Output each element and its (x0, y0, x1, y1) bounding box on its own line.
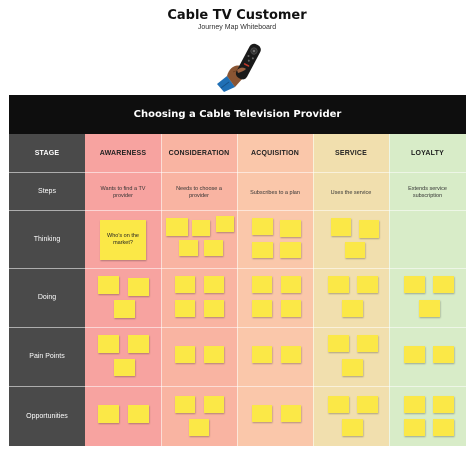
sticky-note[interactable] (204, 396, 224, 413)
sticky-note[interactable] (166, 218, 188, 236)
remote-control-icon (217, 43, 261, 92)
column-consideration: CONSIDERATION Needs to choose a provider (161, 134, 237, 446)
board-title: Choosing a Cable Television Provider (9, 95, 466, 134)
sticky-note[interactable] (280, 242, 301, 258)
step-awareness: Wants to find a TV provider (100, 186, 146, 199)
sticky-note[interactable] (114, 359, 135, 376)
sticky-note[interactable] (345, 242, 365, 258)
sticky-note[interactable] (357, 276, 378, 293)
column-header-acquisition: ACQUISITION (250, 149, 300, 157)
step-service: Uses the service (330, 189, 372, 196)
sticky-note[interactable] (252, 405, 272, 422)
sticky-note[interactable] (404, 396, 425, 413)
sticky-note[interactable] (128, 278, 149, 296)
sticky-note[interactable] (404, 276, 425, 293)
sticky-note[interactable] (252, 218, 273, 235)
page-subtitle: Journey Map Whiteboard (197, 24, 277, 31)
column-header-awareness: AWARENESS (99, 149, 147, 157)
sticky-note[interactable] (204, 346, 224, 363)
sticky-note[interactable] (192, 220, 210, 236)
sticky-note[interactable] (342, 419, 363, 436)
sticky-note[interactable] (328, 335, 349, 352)
column-loyalty: LOYALTY Extends service subscription (389, 134, 466, 446)
column-acquisition: ACQUISITION Subscribes to a plan (237, 134, 313, 446)
row-label-opportunities: Opportunities (26, 412, 68, 420)
sticky-note[interactable] (204, 300, 224, 317)
sticky-note[interactable] (175, 300, 195, 317)
journey-map-board: Choosing a Cable Television Provider STA… (9, 95, 466, 446)
sticky-note[interactable] (128, 335, 149, 353)
sticky-note[interactable] (342, 300, 363, 317)
stage-column: STAGE Steps Thinking Doing Pain Points O… (9, 134, 85, 446)
sticky-note[interactable] (331, 218, 351, 236)
sticky-note-featured[interactable]: Who's on the market? (100, 220, 146, 260)
column-divider (389, 134, 390, 446)
sticky-note[interactable] (281, 276, 301, 293)
sticky-note[interactable] (280, 220, 301, 237)
sticky-note[interactable] (216, 216, 234, 232)
sticky-note[interactable] (98, 276, 119, 294)
row-label-steps: Steps (38, 187, 56, 195)
column-header-service: SERVICE (334, 149, 367, 157)
sticky-note[interactable] (419, 300, 440, 317)
sticky-note[interactable] (128, 405, 149, 423)
sticky-note[interactable] (433, 419, 454, 436)
sticky-note[interactable] (98, 335, 119, 353)
sticky-note[interactable] (433, 396, 454, 413)
sticky-note[interactable] (114, 300, 135, 318)
sticky-note[interactable] (357, 335, 378, 352)
sticky-note[interactable] (252, 300, 272, 317)
sticky-note[interactable] (342, 359, 363, 376)
sticky-note[interactable] (204, 276, 224, 293)
sticky-note[interactable] (281, 405, 301, 422)
step-loyalty: Extends service subscription (408, 186, 447, 199)
sticky-note[interactable] (252, 276, 272, 293)
sticky-note[interactable] (404, 419, 425, 436)
sticky-note[interactable] (404, 346, 425, 363)
page-title: Cable TV Customer (167, 8, 307, 23)
sticky-note[interactable] (175, 396, 195, 413)
sticky-note[interactable] (179, 240, 198, 256)
column-divider (313, 134, 314, 446)
column-awareness: AWARENESS Wants to find a TV provider (85, 134, 161, 446)
step-consideration: Needs to choose a provider (176, 186, 222, 199)
sticky-note[interactable] (357, 396, 378, 413)
sticky-note[interactable] (252, 242, 273, 258)
row-label-doing: Doing (37, 294, 57, 301)
sticky-note[interactable] (433, 276, 454, 293)
step-acquisition: Subscribes to a plan (250, 189, 300, 196)
page-header: Cable TV Customer Journey Map Whiteboard (0, 0, 474, 95)
column-divider (161, 134, 162, 446)
column-header-loyalty: LOYALTY (411, 149, 444, 157)
row-label-pain-points: Pain Points (29, 353, 65, 360)
sticky-note[interactable] (433, 346, 454, 363)
sticky-note[interactable] (328, 396, 349, 413)
sticky-note[interactable] (281, 300, 301, 317)
sticky-note[interactable] (359, 220, 379, 238)
sticky-note[interactable] (189, 419, 209, 436)
sticky-note[interactable] (328, 276, 349, 293)
sticky-note[interactable] (252, 346, 272, 363)
sticky-note[interactable] (204, 240, 223, 256)
sticky-note[interactable] (281, 346, 301, 363)
row-label-stage: STAGE (34, 149, 60, 157)
row-label-thinking: Thinking (33, 235, 61, 243)
column-divider (237, 134, 238, 446)
column-header-consideration: CONSIDERATION (168, 149, 230, 157)
sticky-note[interactable] (175, 346, 195, 363)
sticky-note[interactable] (175, 276, 195, 293)
sticky-note[interactable] (98, 405, 119, 423)
